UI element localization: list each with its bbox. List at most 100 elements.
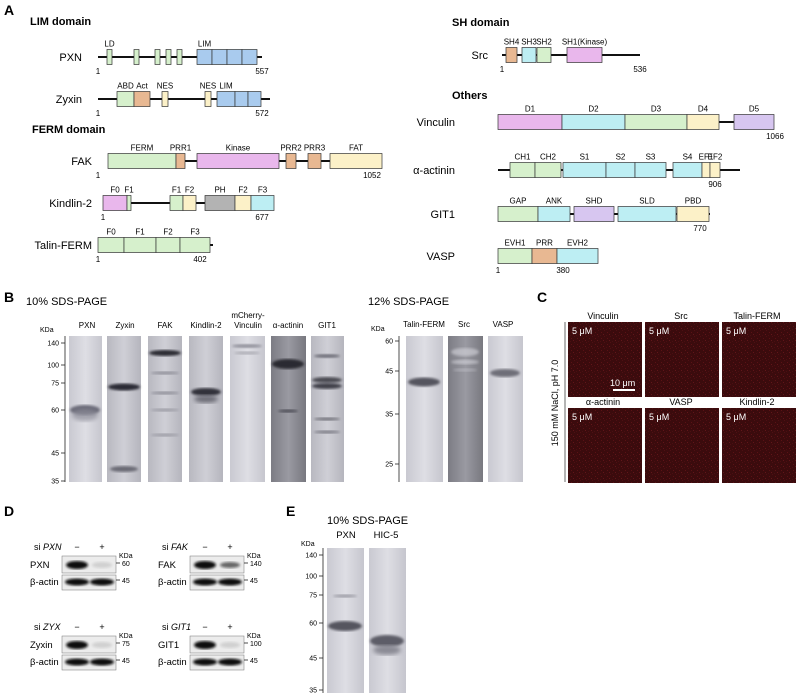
domain-actinin-6 <box>701 162 711 178</box>
gel-lane-git1 <box>311 336 344 482</box>
domain-vinculin-1 <box>561 114 626 130</box>
marker-label: 140 <box>47 341 59 348</box>
marker-label: 100 <box>305 574 317 581</box>
domain-vinculin-2 <box>624 114 688 130</box>
blot-si-gene: GIT1 <box>171 622 191 632</box>
domain-kindlin2-6 <box>250 195 275 211</box>
blot-plus: + <box>99 542 104 552</box>
scalebar-label: 10 μm <box>610 378 635 388</box>
blot-si-prefix: si <box>162 542 169 552</box>
protein-name-vinculin: Vinculin <box>417 117 455 129</box>
section-lim-domain: LIM domain <box>30 16 91 28</box>
fluor-conc-talin: 5 μM <box>726 326 746 336</box>
domain-pxn-8 <box>241 49 258 65</box>
protein-name-kindlin2: Kindlin-2 <box>49 198 92 210</box>
marker-label: 45 <box>309 656 317 663</box>
blot-band-knockdown <box>220 642 240 648</box>
fluor-title-src: Src <box>674 311 688 321</box>
marker-label: 60 <box>385 339 393 346</box>
domain-zyxin-4 <box>216 91 236 107</box>
domain-label-fak-4: PRR3 <box>304 144 326 153</box>
blot-loading-band-2 <box>90 578 114 586</box>
protein-end-kindlin2: 677 <box>255 213 269 222</box>
blot-band-knockdown <box>92 562 112 568</box>
protein-end-pxn: 557 <box>255 67 269 76</box>
protein-name-actinin: α-actinin <box>413 165 455 177</box>
domain-label-git1-4: PBD <box>685 197 702 206</box>
domain-kindlin2-5 <box>234 195 252 211</box>
domain-zyxin-6 <box>247 91 262 107</box>
blot-target-kda: 60 <box>122 561 130 568</box>
blot-si-gene: FAK <box>171 542 189 552</box>
lane-title-mcherry-line2: Vinculin <box>234 321 262 330</box>
domain-kindlin2-4 <box>204 195 236 211</box>
domain-kindlin2-2 <box>169 195 184 211</box>
fluor-conc-src: 5 μM <box>649 326 669 336</box>
protein-name-fak: FAK <box>71 156 92 168</box>
fluor-image-src <box>645 322 719 397</box>
gel-lane-pxn <box>69 336 102 482</box>
blot-target-label: PXN <box>30 560 50 571</box>
lane-title-zyxin: Zyxin <box>115 321 134 330</box>
domain-pxn-1 <box>133 49 140 65</box>
blot-band-control <box>66 561 88 569</box>
domain-label-vasp-1: PRR <box>536 239 553 248</box>
domain-label-git1-3: SLD <box>639 197 655 206</box>
domain-label-kindlin2-2: F1 <box>172 186 182 195</box>
domain-git1-1 <box>537 206 571 222</box>
blot-target-label: FAK <box>158 560 177 571</box>
blot-kda-label: KDa <box>119 633 133 640</box>
fluor-title-kindlin2: Kindlin-2 <box>739 397 774 407</box>
domain-actinin-1 <box>534 162 562 178</box>
blot-target-kda: 75 <box>122 641 130 648</box>
fluor-title-vasp: VASP <box>669 397 692 407</box>
protein-end-vasp: 380 <box>556 266 570 275</box>
protein-start-fak: 1 <box>96 171 101 180</box>
domain-git1-2 <box>573 206 615 222</box>
section-others: Others <box>452 90 487 102</box>
blot-target-label: Zyxin <box>30 640 53 651</box>
protein-end-src: 536 <box>633 65 647 74</box>
domain-kindlin2-3 <box>182 195 197 211</box>
domain-label-kindlin2-5: F2 <box>238 186 248 195</box>
marker-label: 25 <box>385 462 393 469</box>
marker-label: 45 <box>385 369 393 376</box>
gelE-title: 10% SDS-PAGE <box>327 515 408 527</box>
marker-label: 35 <box>51 479 59 486</box>
domain-label-git1-1: ANK <box>546 197 563 206</box>
gelE-lane-title-hic5: HIC-5 <box>374 530 399 541</box>
domain-label-actinin-2: S1 <box>580 153 590 162</box>
domain-git1-3 <box>617 206 677 222</box>
fluor-conc-actinin: 5 μM <box>572 412 592 422</box>
domain-vasp-1 <box>531 248 558 264</box>
domain-zyxin-0 <box>116 91 135 107</box>
domain-label-vasp-0: EVH1 <box>505 239 526 248</box>
domain-label-actinin-6: EF1 <box>699 153 714 162</box>
domain-actinin-2 <box>562 162 607 178</box>
gel-lane-fak <box>148 336 182 482</box>
domain-label-kindlin2-1: F1 <box>124 186 134 195</box>
domain-label-vinculin-3: D4 <box>698 105 709 114</box>
domain-label-kindlin2-3: F2 <box>185 186 195 195</box>
lane-title-kindlin2: Kindlin-2 <box>190 321 222 330</box>
blot-kda-label: KDa <box>247 553 261 560</box>
protein-name-pxn: PXN <box>59 52 82 64</box>
domain-vasp-0 <box>497 248 533 264</box>
gelE-kda-label: KDa <box>301 541 315 548</box>
blot-loading-band-1 <box>193 578 217 586</box>
blot-band-control <box>66 641 88 649</box>
blot-minus: − <box>74 542 79 552</box>
blot-kda-label: KDa <box>119 553 133 560</box>
blot-band-knockdown <box>220 562 240 568</box>
domain-zyxin-2 <box>161 91 169 107</box>
domain-label-pxn-5: LIM <box>198 40 212 49</box>
fluor-title-vinculin: Vinculin <box>587 311 618 321</box>
domain-actinin-0 <box>509 162 536 178</box>
